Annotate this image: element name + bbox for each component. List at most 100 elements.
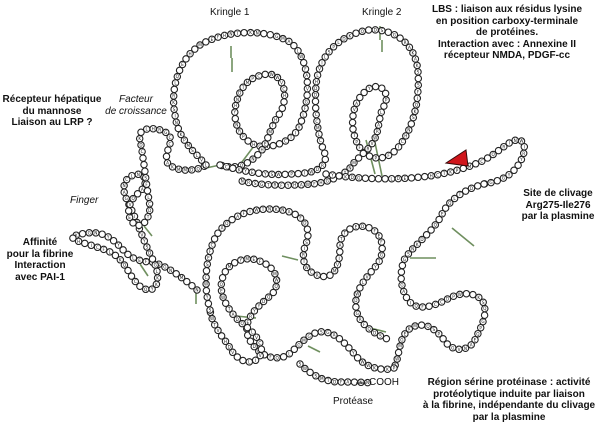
residue-letter: G: [357, 175, 360, 180]
residue-letter: F: [387, 153, 390, 158]
amino-acid-residue: [290, 345, 299, 354]
amino-acid-residue: [260, 29, 268, 38]
amino-acid-residue: [315, 65, 324, 73]
amino-acid-residue: [356, 315, 364, 324]
residue-letter: N: [281, 208, 284, 213]
residue-letter: K: [138, 136, 141, 141]
residue-letter: C: [205, 275, 208, 280]
amino-acid-residue: [390, 30, 399, 39]
residue-letter: N: [175, 120, 178, 125]
residue-letter: N: [514, 138, 517, 143]
residue-letter: E: [252, 257, 255, 262]
amino-acid-residue: [250, 307, 259, 315]
residue-letter: T: [146, 214, 150, 219]
residue-letter: L: [362, 280, 365, 285]
residue-letter: F: [363, 322, 366, 327]
residue-letter: L: [391, 176, 394, 181]
residue-letter: R: [522, 151, 525, 156]
residue-letter: N: [94, 231, 97, 236]
amino-acid-residue: [230, 258, 239, 267]
residue-letter: N: [366, 380, 369, 385]
residue-letter: V: [336, 262, 339, 267]
residue-letter: W: [275, 75, 279, 80]
amino-acid-residue: [202, 286, 211, 295]
residue-letter: L: [318, 132, 321, 137]
mannose-line: Récepteur hépatique: [2, 94, 102, 105]
amino-acid-residue: [188, 281, 196, 290]
residue-letter: I: [249, 209, 250, 214]
amino-acid-residue: [406, 298, 415, 307]
residue-letter: E: [181, 62, 184, 67]
amino-acid-residue: [271, 269, 279, 278]
residue-letter: F: [243, 211, 246, 216]
residue-letter: D: [397, 176, 400, 181]
residue-letter: L: [453, 196, 456, 201]
fibrin-affinity-description: Affinité pour la fibrine Interaction ave…: [4, 237, 76, 283]
amino-acid-residue: [346, 164, 354, 172]
amino-acid-residue: [380, 102, 388, 110]
amino-acid-residue: [305, 332, 313, 340]
amino-acid-residue: [261, 140, 269, 148]
residue-letter: N: [241, 179, 244, 184]
residue-letter: Y: [263, 172, 267, 177]
amino-acid-residue: [517, 137, 526, 145]
residue-letter: D: [148, 208, 151, 213]
amino-acid-residue: [473, 182, 482, 190]
amino-acid-residue: [297, 52, 305, 61]
residue-letter: Y: [507, 172, 511, 177]
amino-acid-residue: [138, 231, 146, 239]
amino-acid-residue: [325, 47, 333, 56]
amino-acid-residue: [140, 160, 148, 169]
residue-letter: W: [305, 265, 309, 270]
amino-acid-residue: [124, 207, 133, 215]
amino-acid-residue: [364, 145, 372, 153]
amino-acid-residue: [401, 38, 409, 47]
residue-letter: W: [270, 72, 274, 77]
residue-letter: V: [366, 275, 369, 280]
amino-acid-residue: [435, 215, 443, 224]
amino-acid-residue: [99, 245, 108, 254]
residue-letter: K: [373, 365, 376, 370]
amino-acid-residue: [280, 98, 288, 106]
amino-acid-residue: [122, 175, 131, 184]
residue-letter: A: [287, 39, 290, 44]
amino-acid-residue: [375, 232, 383, 240]
residue-letter: Q: [448, 201, 452, 206]
residue-letter: F: [102, 247, 105, 252]
residue-letter: C: [148, 201, 151, 206]
amino-acid-residue: [318, 143, 327, 151]
amino-acid-residue: [120, 261, 129, 269]
amino-acid-residue: [352, 29, 360, 37]
amino-acid-residue: [202, 161, 210, 169]
residue-letter: C: [125, 177, 128, 182]
amino-acid-residue: [443, 295, 452, 303]
amino-acid-residue: [255, 302, 263, 310]
amino-acid-residue: [321, 53, 329, 61]
amino-acid-residue: [291, 128, 300, 137]
residue-letter: L: [251, 330, 254, 335]
amino-acid-residue: [214, 229, 222, 237]
residue-letter: Q: [414, 304, 418, 309]
amino-acid-residue: [127, 272, 136, 280]
amino-acid-residue: [322, 170, 330, 178]
residue-letter: D: [303, 221, 306, 226]
amino-acid-residue: [111, 251, 120, 260]
amino-acid-residue: [475, 293, 483, 302]
amino-acid-residue: [404, 250, 413, 258]
amino-acid-residue: [188, 146, 197, 155]
residue-letter: H: [77, 239, 80, 244]
amino-acid-residue: [264, 293, 273, 301]
residue-letter: K: [119, 257, 122, 262]
residue-letter: G: [400, 283, 403, 288]
residue-letter: D: [314, 86, 317, 91]
residue-letter: V: [318, 67, 321, 72]
amino-acid-residue: [151, 261, 159, 269]
residue-letter: Y: [373, 264, 377, 269]
residue-letter: M: [320, 376, 324, 381]
residue-letter: E: [246, 320, 249, 325]
residue-letter: S: [305, 240, 308, 245]
residue-letter: K: [249, 30, 252, 35]
amino-acid-residue: [422, 231, 431, 239]
residue-letter: W: [366, 363, 370, 368]
amino-acid-residue: [363, 273, 371, 281]
